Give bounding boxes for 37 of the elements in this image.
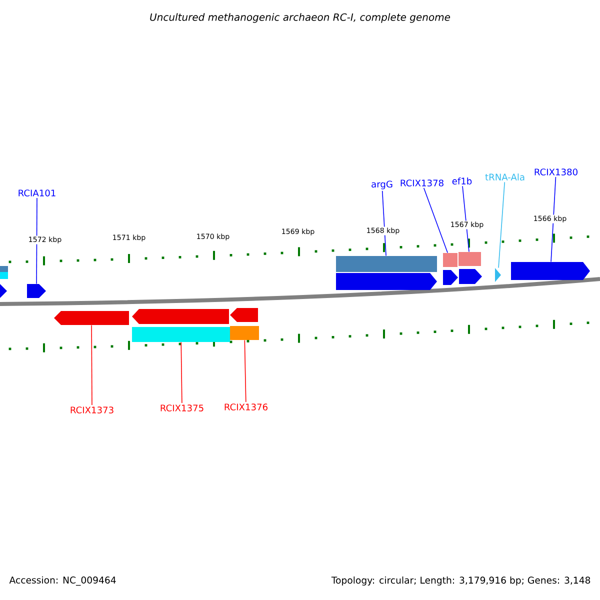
- gene-bar: [336, 256, 437, 272]
- leader-line: [91, 324, 92, 406]
- gene-label: RCIA101: [18, 190, 56, 196]
- footer-text: Accession: NC_009464: [9, 576, 116, 586]
- leader-line: [382, 190, 386, 256]
- gene-bar: [0, 272, 8, 279]
- gene-label: ef1b: [452, 177, 472, 184]
- gene-feature: [511, 262, 590, 280]
- gene-label: tRNA-Ala: [485, 173, 524, 180]
- leader-line: [423, 188, 448, 254]
- gene-feature: [0, 284, 7, 298]
- gene-feature: [336, 273, 437, 290]
- gene-bar: [132, 327, 230, 342]
- gene-bar: [443, 253, 458, 267]
- leader-line: [498, 182, 506, 268]
- gene-bar: [458, 252, 481, 266]
- leader-line: [36, 198, 38, 284]
- leader-line: [180, 342, 182, 404]
- gene-label: RCIX1375: [160, 404, 204, 412]
- gene-feature: [443, 270, 458, 285]
- gene-bar: [0, 266, 8, 272]
- gene-label: RCIX1376: [224, 404, 268, 410]
- gene-label: RCIX1373: [70, 406, 114, 414]
- title: Uncultured methanogenic archaeon RC-I, complete genome: [150, 13, 450, 23]
- gene-label: RCIX1380: [534, 168, 578, 176]
- trna-marker: [495, 268, 501, 282]
- gene-feature: [230, 308, 258, 322]
- gene-feature: [27, 284, 46, 298]
- gene-feature: [54, 311, 129, 325]
- leader-line: [550, 176, 556, 262]
- leader-line: [244, 340, 246, 402]
- gene-feature: [459, 269, 482, 284]
- leader-line: [462, 186, 470, 252]
- gene-label: RCIX1378: [400, 180, 444, 186]
- gene-label: argG: [372, 180, 392, 190]
- gene-bar: [230, 326, 259, 340]
- footer-text: Topology: circular; Length: 3,179,916 bp; Genes: 3,148: [331, 576, 590, 586]
